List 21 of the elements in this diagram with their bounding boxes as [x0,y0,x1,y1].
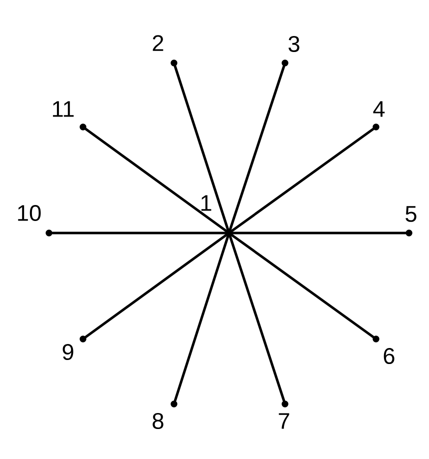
vertex-label: 11 [52,101,74,117]
line [230,128,374,232]
vertex-label: 2 [152,35,164,51]
vertex-label: 10 [18,204,41,222]
line [228,235,286,402]
line [230,234,374,338]
line [228,65,286,231]
line [84,234,228,338]
vertex-label: 6 [384,348,394,364]
vertex-label: 3 [288,36,300,52]
vertex-label: 9 [62,344,74,360]
line [174,65,230,231]
vertex-label: 5 [406,206,416,222]
vertex-label: 1 [201,195,212,211]
vertex-label: 8 [152,412,164,430]
line [51,232,227,234]
line [231,232,407,234]
vertex-label: 7 [278,413,290,429]
vertex-label: 4 [373,101,385,117]
line [174,235,230,402]
line [84,128,228,232]
